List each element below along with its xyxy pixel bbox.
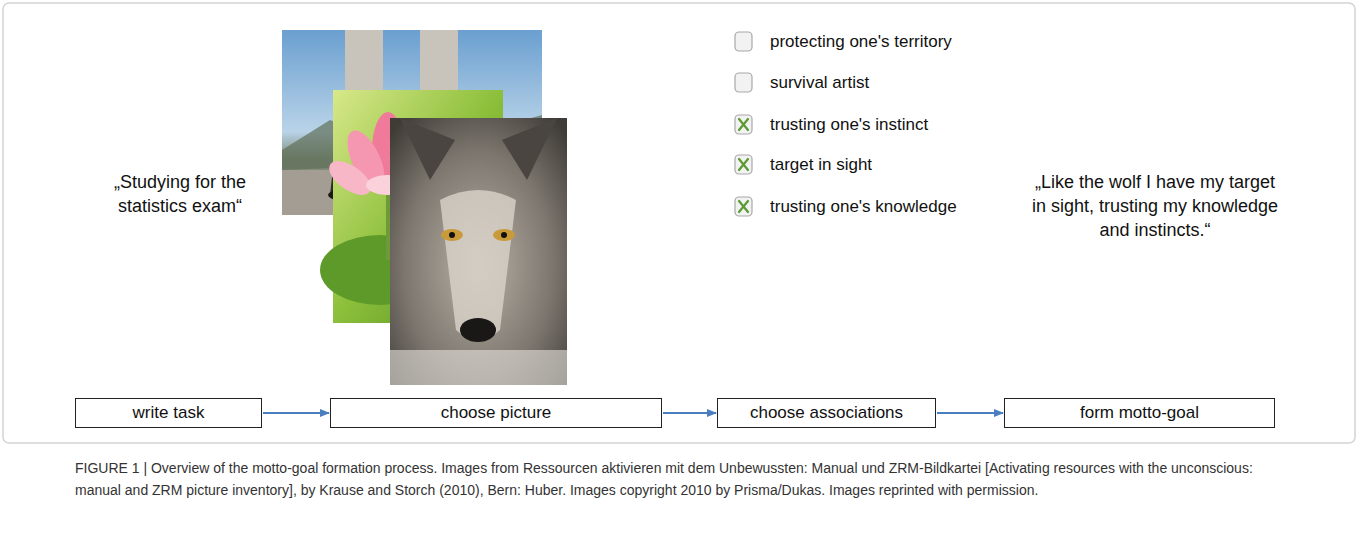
quote-text: „Studying for the statistics exam“ xyxy=(95,170,265,218)
association-text: target in sight xyxy=(770,155,1030,175)
flow-arrow xyxy=(663,412,716,414)
box-text: choose associations xyxy=(740,403,913,423)
quote-text: „Like the wolf I have my target in sight… xyxy=(1030,170,1280,242)
wolf-photo xyxy=(390,118,567,385)
process-box: form motto-goal xyxy=(1004,398,1275,428)
association-text: trusting one's instinct xyxy=(770,115,1030,135)
flow-arrow xyxy=(937,412,1003,414)
box-text: choose picture xyxy=(431,403,562,423)
process-box: choose associations xyxy=(717,398,936,428)
figure-caption: FIGURE 1 | Overview of the motto-goal fo… xyxy=(75,457,1290,501)
box-text: form motto-goal xyxy=(1070,403,1209,423)
process-box: choose picture xyxy=(330,398,662,428)
process-box: write task xyxy=(75,398,262,428)
box-text: write task xyxy=(123,403,215,423)
association-text: trusting one's knowledge xyxy=(770,197,1030,217)
check-marks xyxy=(739,119,748,212)
checkbox-column xyxy=(735,32,752,216)
flow-arrow xyxy=(263,412,329,414)
figure-frame xyxy=(3,3,1355,443)
association-text: survival artist xyxy=(770,73,1030,93)
association-text: protecting one's territory xyxy=(770,32,1030,52)
